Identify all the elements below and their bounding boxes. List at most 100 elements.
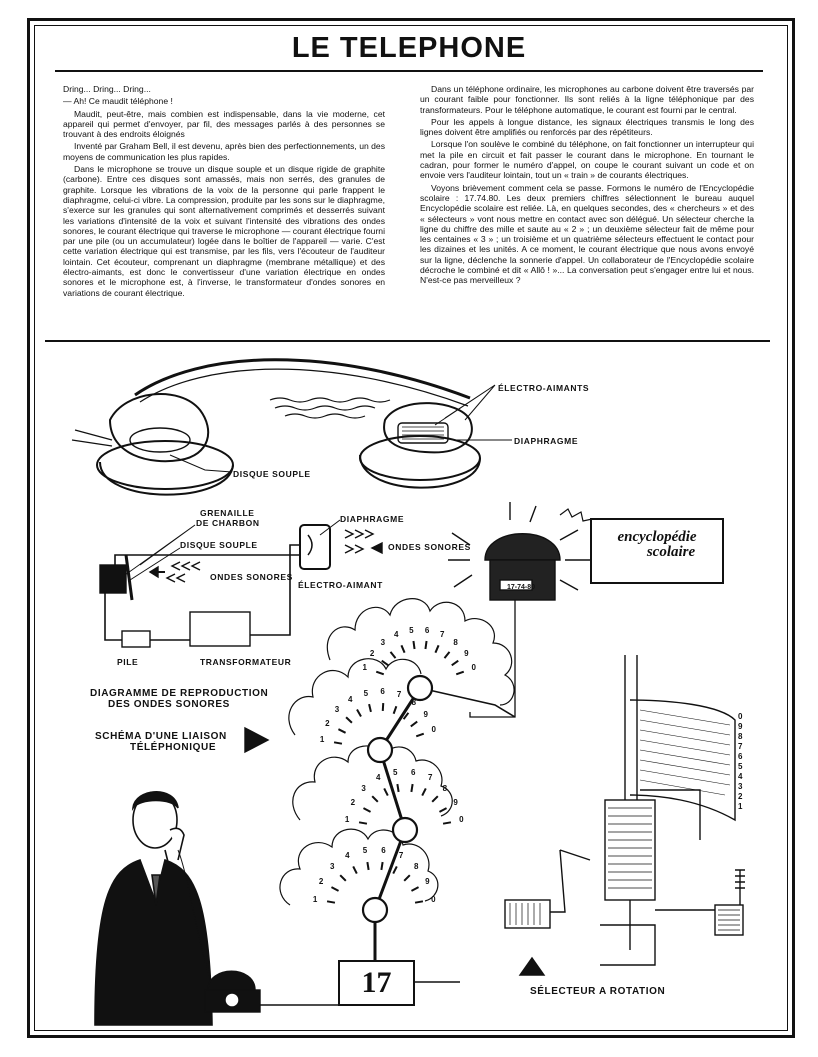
paragraph: Lorsque l'on soulève le combiné du télép…: [420, 139, 754, 181]
selector-digit: 5: [362, 845, 368, 855]
selector-digit: 3: [334, 705, 340, 715]
paragraph: Dans un téléphone ordinaire, les microph…: [420, 84, 754, 115]
selector-digit: 4: [345, 851, 350, 861]
selector-digit: 1: [362, 663, 367, 673]
rotation-scale-digit: 9: [738, 722, 743, 731]
logo-line-1: encyclopédie: [617, 529, 697, 545]
selector-digit: 0: [431, 894, 436, 904]
selector-digit: 7: [439, 629, 445, 639]
handset-arc: [134, 358, 471, 400]
exchange-number-box: 17: [338, 960, 415, 1006]
label-pile: PILE: [117, 657, 139, 667]
selector-digit: 9: [464, 649, 469, 659]
rotation-scale-digit: 4: [738, 772, 743, 781]
selector-digit: 9: [423, 710, 428, 720]
selector-digit: 2: [325, 718, 330, 728]
left-text-column: Dring... Dring... Dring... — Ah! Ce maud…: [63, 84, 385, 300]
paragraph: Pour les appels à longue distance, les s…: [420, 116, 754, 138]
label-de-charbon: DE CHARBON: [196, 518, 260, 528]
desk-phone-icon: [448, 502, 590, 718]
microphone-handset-icon: [71, 393, 234, 496]
paragraph: — Ah! Ce maudit téléphone !: [63, 96, 173, 107]
selector-digit: 0: [471, 663, 476, 673]
selector-digit: 8: [453, 637, 458, 647]
pointer-arrow-right-icon: [244, 726, 270, 754]
label-diaphragme-top: DIAPHRAGME: [514, 436, 579, 446]
label-ondes-sonores-right: ONDES SONORES: [388, 542, 471, 552]
label-disque-souple-mid: DISQUE SOUPLE: [180, 540, 258, 550]
selector-digit: 9: [453, 797, 458, 807]
label-disque-souple-top: DISQUE SOUPLE: [233, 469, 311, 479]
selector-digit: 3: [380, 637, 386, 647]
label-diagramme-line1: DIAGRAMME DE REPRODUCTION: [90, 688, 269, 699]
battery-icon: [121, 630, 151, 648]
encyclopedie-logo: encyclopédie scolaire: [590, 518, 724, 584]
receiver-handset-icon: [359, 402, 481, 489]
selector-digit: 4: [375, 773, 381, 783]
earpiece-icon: [299, 524, 331, 570]
label-electro-aimants: ÉLECTRO-AIMANTS: [498, 383, 590, 393]
selector-digit: 1: [319, 734, 325, 744]
paragraph: Maudit, peut-être, mais combien est indi…: [63, 108, 385, 140]
transformer-icon: [189, 611, 251, 647]
rotation-selector-icon: [504, 655, 745, 966]
selector-digit: 9: [425, 877, 430, 887]
selector-digit: 7: [428, 773, 433, 783]
selector-digit: 6: [410, 767, 416, 777]
right-text-column: Dans un téléphone ordinaire, les microph…: [420, 84, 754, 288]
circuit-wire: [104, 544, 300, 641]
selector-digit: 7: [398, 851, 404, 861]
selector-digit: 2: [350, 797, 356, 807]
selector-digit: 3: [329, 862, 335, 872]
rotation-scale-digit: 0: [738, 712, 743, 721]
label-ondes-sonores-left: ONDES SONORES: [210, 572, 293, 582]
label-diagramme-line2: DES ONDES SONORES: [108, 699, 230, 710]
paragraph: Voyons brièvement comment cela se passe.…: [420, 182, 754, 286]
carbon-microphone-icon: [99, 564, 127, 594]
label-transformateur: TRANSFORMATEUR: [200, 657, 292, 667]
sound-waves-right-icon: [344, 529, 383, 555]
page-title: LE TELEPHONE: [291, 32, 527, 64]
label-diaphragme-mid: DIAPHRAGME: [340, 514, 405, 524]
label-schema-line2: TÉLÉPHONIQUE: [130, 742, 217, 753]
sound-waves-left-icon: [148, 561, 201, 583]
selector-digit: 4: [394, 629, 399, 639]
rotation-scale-digit: 1: [738, 802, 743, 811]
selector-digit: 8: [414, 862, 419, 872]
dial-number-tag: 17-74-80: [507, 584, 535, 591]
label-schema-line1: SCHÉMA D'UNE LIAISON: [95, 731, 227, 742]
selector-digit: 1: [312, 894, 318, 904]
rotation-scale-digit: 6: [738, 752, 743, 761]
paragraph: Dring... Dring... Dring...: [63, 84, 151, 94]
pointer-arrow-up-icon: [518, 956, 546, 976]
selector-contact: [381, 703, 384, 712]
title-rule: [55, 70, 763, 72]
selector-digit: 4: [348, 694, 353, 704]
selector-digit: 8: [442, 783, 448, 793]
rotation-scale-digit: 8: [738, 732, 743, 741]
rotation-scale-digit: 5: [738, 762, 743, 771]
selector-digit: 6: [424, 625, 430, 635]
selector-digit: 5: [393, 767, 398, 777]
selector-digit: 5: [363, 688, 369, 698]
selector-digit: 1: [344, 814, 350, 824]
selector-chain: [361, 674, 516, 960]
paragraph: Dans le microphone se trouve un disque s…: [63, 164, 385, 298]
selector-digit: 0: [459, 814, 464, 824]
selector-digit: 3: [361, 783, 366, 793]
man-on-phone-illustration: [94, 791, 216, 1026]
paragraph: Inventé par Graham Bell, il est devenu, …: [63, 141, 385, 162]
label-electro-aimant: ÉLECTRO-AIMANT: [298, 580, 383, 590]
rotation-scale-digit: 2: [738, 792, 743, 801]
selector-digit: 7: [396, 690, 402, 700]
selector-digit: 5: [409, 625, 414, 635]
page-border: [27, 18, 795, 1038]
selector-digit: 6: [381, 845, 386, 855]
selector-digit: 0: [431, 725, 436, 735]
label-grenaille: GRENAILLE: [200, 508, 255, 518]
selector-digit: 8: [411, 698, 417, 708]
selector-digit: 6: [380, 687, 385, 697]
section-rule: [45, 340, 770, 342]
rotation-scale-digit: 3: [738, 782, 743, 791]
